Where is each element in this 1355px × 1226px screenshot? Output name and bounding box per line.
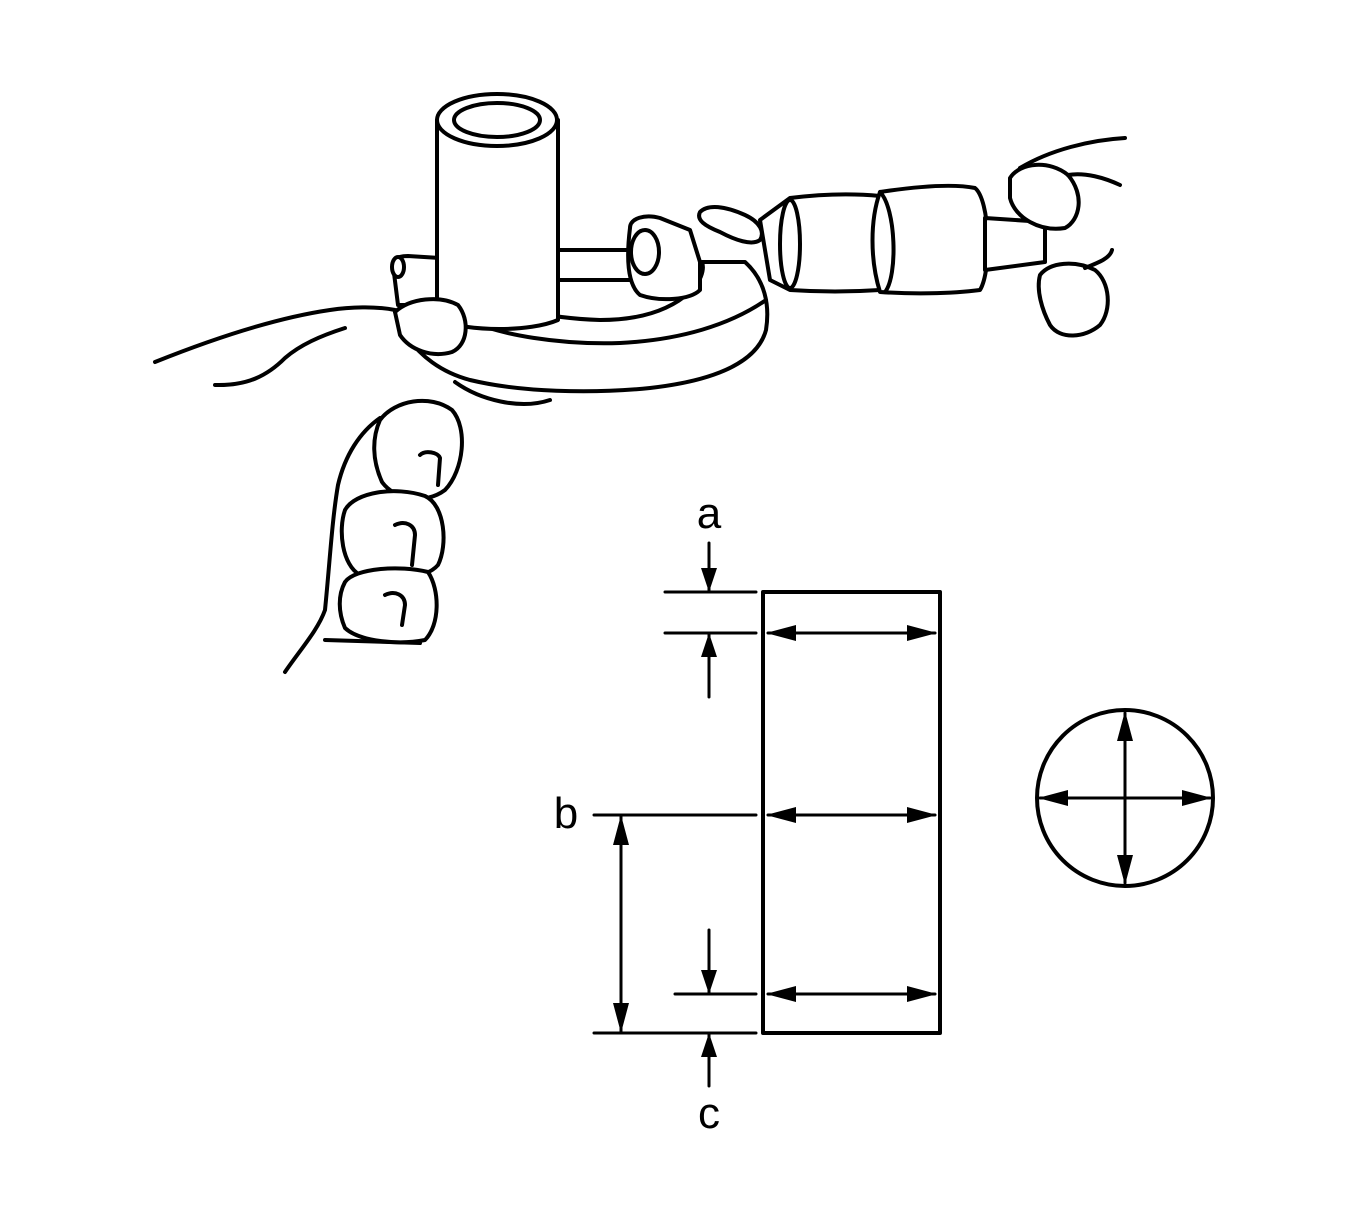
spindle-face <box>629 228 661 276</box>
dim-a-upper-arrow <box>701 568 717 592</box>
measure-arrow-middle <box>766 807 937 823</box>
piston-pin-bore <box>452 101 542 139</box>
thimble-band <box>878 190 896 294</box>
anvil-face <box>390 255 406 279</box>
label-b: b <box>554 789 578 838</box>
left-finger-1 <box>372 398 464 501</box>
frame-inner-edge <box>466 298 768 346</box>
right-thumb <box>1008 162 1081 231</box>
right-finger <box>1036 261 1110 338</box>
measurement-diagram: a b c <box>554 489 1215 1138</box>
left-finger-1-nail <box>418 450 442 487</box>
right-hand-upper <box>1018 136 1127 170</box>
lock-lever <box>697 205 764 245</box>
dim-c-lower-arrow <box>701 1033 717 1057</box>
left-finger-2 <box>339 489 446 581</box>
left-finger-2-nail <box>393 521 417 567</box>
label-c: c <box>698 1089 720 1138</box>
pin-profile-rect <box>761 590 942 1035</box>
micrometer-sleeve <box>758 192 882 294</box>
dim-c-upper-arrow <box>701 970 717 994</box>
left-arm-lower-outline <box>213 326 347 388</box>
wrist-outline <box>283 416 382 674</box>
measure-arrow-top <box>766 625 937 641</box>
left-palm-under <box>453 380 552 406</box>
dim-a-lower-arrow <box>701 633 717 657</box>
cross-section-circle <box>1035 708 1215 888</box>
left-thumb <box>393 297 468 356</box>
right-hand-lower <box>1083 248 1114 270</box>
micrometer-illustration <box>153 92 1127 674</box>
dim-b-top-arrow <box>613 815 629 845</box>
spindle-collar <box>626 214 702 302</box>
label-a: a <box>697 489 722 538</box>
left-arm-outline <box>153 305 397 364</box>
sleeve-ring <box>778 198 802 290</box>
dim-b-bottom-arrow <box>613 1003 629 1033</box>
left-finger-3 <box>337 566 439 645</box>
left-finger-3-nail <box>383 591 407 627</box>
right-hand-knuckle <box>1066 172 1122 187</box>
micrometer-thimble <box>870 183 990 296</box>
measure-arrow-bottom <box>766 986 937 1002</box>
piston-pin-body <box>435 118 560 331</box>
